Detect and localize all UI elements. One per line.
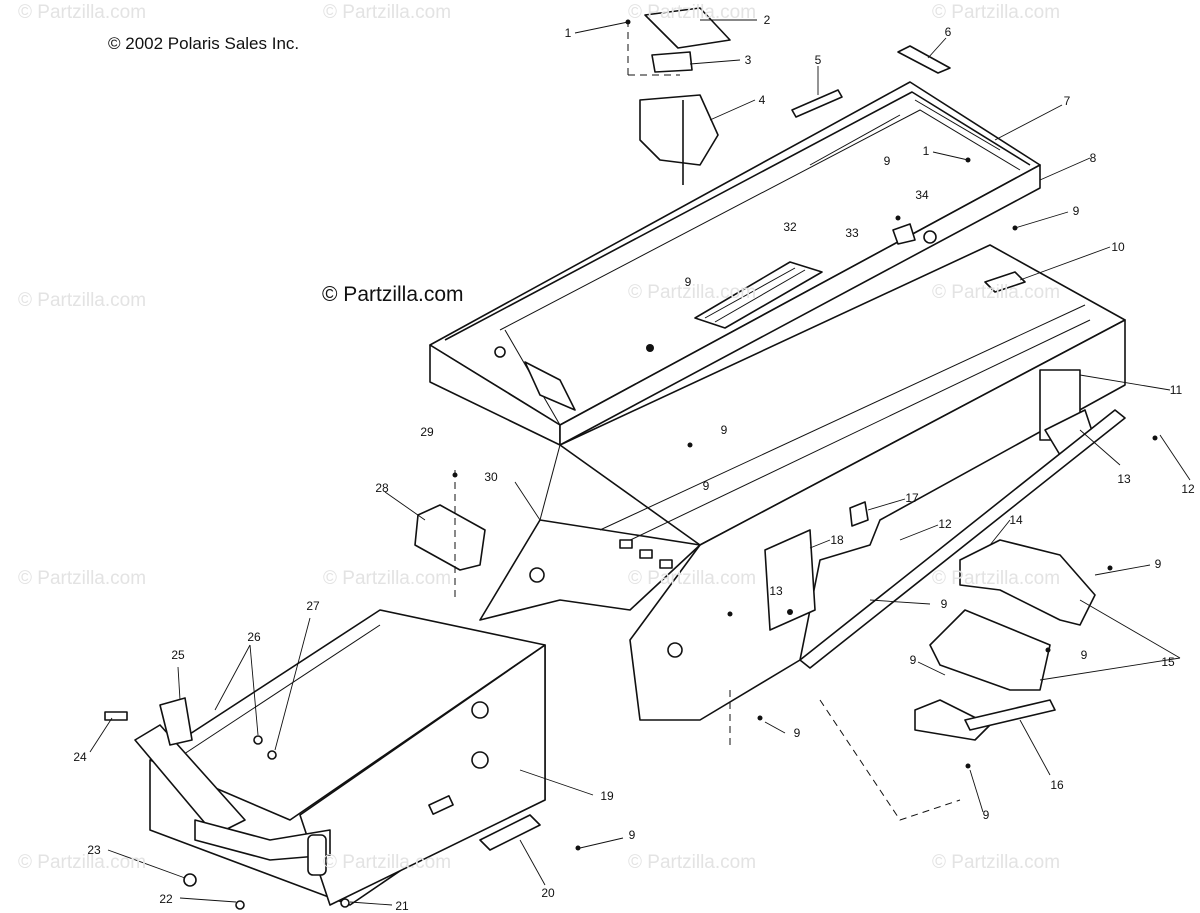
callout-9f: 9 [1154, 557, 1162, 571]
watermark: © Partzilla.com [932, 852, 1061, 873]
callout-11: 11 [1169, 383, 1183, 397]
bracket-10 [984, 271, 1026, 293]
callout-21: 21 [395, 899, 409, 913]
callout-16: 16 [1050, 778, 1064, 792]
callout-2: 2 [763, 13, 771, 27]
clip-33 [892, 223, 916, 245]
callout-28: 28 [375, 481, 389, 495]
callout-15: 15 [1161, 655, 1175, 669]
fastener-group [104, 697, 541, 910]
callout-9d: 9 [720, 423, 728, 437]
callout-6: 6 [944, 25, 952, 39]
callout-3: 3 [744, 53, 752, 67]
lower-pan [134, 609, 546, 906]
callout-9c: 9 [684, 275, 692, 289]
partzilla-logo: © Partzilla.com [322, 283, 464, 306]
callout-33: 33 [845, 226, 859, 240]
callout-26: 26 [247, 630, 261, 644]
watermark: © Partzilla.com [323, 852, 452, 873]
watermark: © Partzilla.com [18, 290, 147, 311]
watermark: © Partzilla.com [628, 852, 757, 873]
callout-13a: 13 [1117, 472, 1131, 486]
watermark: © Partzilla.com [628, 2, 757, 23]
watermark: © Partzilla.com [932, 568, 1061, 589]
callout-23: 23 [87, 843, 101, 857]
latch-assembly [627, 7, 731, 185]
callout-4: 4 [758, 93, 766, 107]
callout-32: 32 [783, 220, 797, 234]
hardware-dots [452, 19, 1158, 851]
watermark: © Partzilla.com [18, 568, 147, 589]
callout-12a: 12 [1181, 482, 1195, 496]
callout-25: 25 [171, 648, 185, 662]
panel-17 [849, 501, 869, 527]
strip-6 [897, 45, 951, 74]
watermark: © Partzilla.com [932, 2, 1061, 23]
callout-24: 24 [73, 750, 87, 764]
callout-22: 22 [159, 892, 173, 906]
rail-12 [799, 409, 1126, 669]
callout-7: 7 [1063, 94, 1071, 108]
callout-9b: 9 [1072, 204, 1080, 218]
watermark: © Partzilla.com [323, 568, 452, 589]
callout-5: 5 [814, 53, 822, 67]
callout-9e: 9 [702, 479, 710, 493]
assembly-14-16 [729, 539, 1096, 821]
callout-9l: 9 [628, 828, 636, 842]
callout-14: 14 [1009, 513, 1023, 527]
watermark: © Partzilla.com [932, 282, 1061, 303]
watermark: © Partzilla.com [628, 282, 757, 303]
callout-1b: 1 [922, 144, 930, 158]
callout-12b: 12 [938, 517, 952, 531]
grommet-34 [923, 230, 937, 244]
watermark: © Partzilla.com [628, 568, 757, 589]
tunnel-body [479, 244, 1126, 721]
callout-13b: 13 [769, 584, 783, 598]
callout-9g: 9 [940, 597, 948, 611]
callout-27: 27 [306, 599, 320, 613]
callout-20: 20 [541, 886, 555, 900]
callout-9a: 9 [883, 154, 891, 168]
callout-18: 18 [830, 533, 844, 547]
plate-18 [764, 529, 816, 631]
strip-5 [791, 89, 843, 118]
callout-9h: 9 [1080, 648, 1088, 662]
callout-9j: 9 [793, 726, 801, 740]
bracket-20 [479, 814, 541, 851]
callout-30: 30 [484, 470, 498, 484]
callout-19: 19 [600, 789, 614, 803]
rack-tray [429, 81, 1041, 446]
watermark: © Partzilla.com [18, 852, 147, 873]
callout-29: 29 [420, 425, 434, 439]
callout-8: 8 [1089, 151, 1097, 165]
watermark: © Partzilla.com [323, 2, 452, 23]
callout-9k: 9 [982, 808, 990, 822]
bracket-28 [414, 504, 486, 571]
callout-34: 34 [915, 188, 929, 202]
copyright-notice: © 2002 Polaris Sales Inc. [108, 34, 300, 53]
callout-17: 17 [905, 491, 919, 505]
watermark: © Partzilla.com [18, 2, 147, 23]
callout-1: 1 [564, 26, 572, 40]
callout-9i: 9 [909, 653, 917, 667]
leader-lines [89, 19, 1191, 906]
callout-10: 10 [1111, 240, 1125, 254]
